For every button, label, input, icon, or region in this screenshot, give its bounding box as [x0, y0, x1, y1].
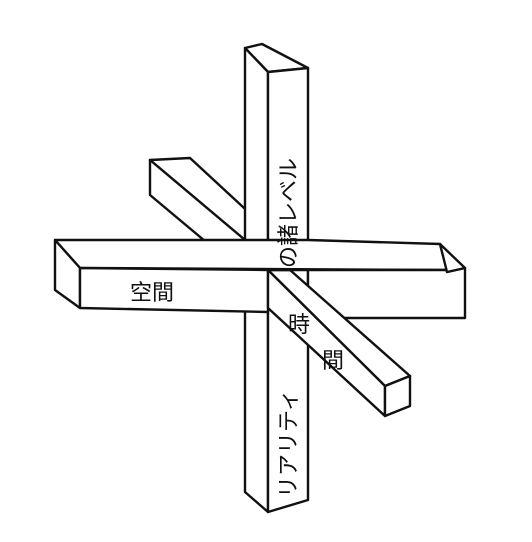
time-label-2: 間	[322, 349, 344, 374]
levels-label-top: の諸レベル	[277, 158, 302, 268]
space-beam-top-face	[53, 238, 449, 272]
space-label: 空間	[130, 281, 174, 306]
space-beam-right-top-corner	[438, 242, 467, 274]
space-beam-left-front-face	[78, 266, 270, 314]
time-beam-front	[266, 268, 412, 418]
time-label-1: 時	[288, 313, 310, 338]
space-beam	[53, 238, 467, 320]
time-beam-back	[148, 156, 272, 264]
levels-label-bottom: リアリティ	[277, 389, 302, 498]
time-beam-front-end-face	[383, 374, 412, 418]
